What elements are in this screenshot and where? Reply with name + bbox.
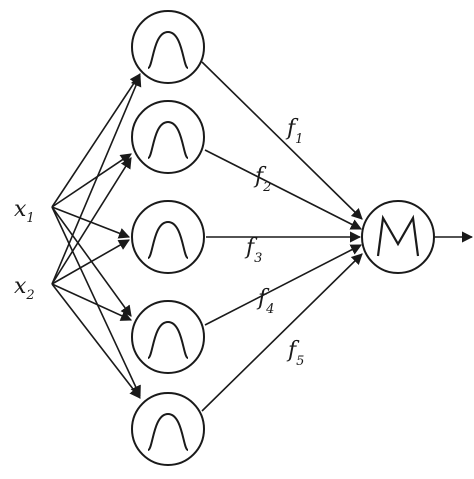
gaussian-bump-icon	[147, 320, 189, 359]
gaussian-bump-icon	[147, 220, 189, 259]
weight-label-f1: f1	[285, 116, 303, 147]
gaussian-bump-icon	[147, 412, 189, 451]
input-connections	[51, 73, 142, 399]
input-label-x2: x2	[14, 274, 35, 303]
output-node	[361, 200, 435, 274]
edge-h4-sum	[204, 244, 362, 326]
hidden-node-1	[131, 10, 205, 84]
hidden-node-3	[131, 200, 205, 274]
gaussian-bump-icon	[147, 30, 189, 69]
edge-x2-h5	[51, 283, 141, 399]
hidden-node-2	[131, 100, 205, 174]
edge-x2-h4	[51, 283, 133, 321]
output-connections	[201, 61, 474, 412]
weight-label-f2: f2	[253, 164, 271, 195]
sum-icon	[376, 214, 420, 257]
hidden-node-5	[131, 392, 205, 466]
gaussian-bump-icon	[147, 120, 189, 159]
weight-label-f5: f5	[286, 338, 304, 369]
weight-label-f3: f3	[244, 235, 262, 266]
edge-x2-h1	[51, 74, 142, 285]
hidden-layer	[131, 10, 205, 466]
edge-x1-h5	[51, 206, 141, 398]
edge-x2-h2	[51, 157, 132, 285]
edge-h2-sum	[204, 149, 362, 230]
edge-x1-h1	[51, 73, 141, 208]
hidden-node-4	[131, 300, 205, 374]
edge-x2-h3	[51, 239, 130, 285]
edge-h1-sum	[201, 61, 363, 220]
edge-x1-h2	[51, 153, 132, 208]
edge-h5-sum	[201, 253, 363, 412]
input-labels: x1 x2	[14, 197, 35, 303]
input-label-x1: x1	[14, 197, 35, 226]
